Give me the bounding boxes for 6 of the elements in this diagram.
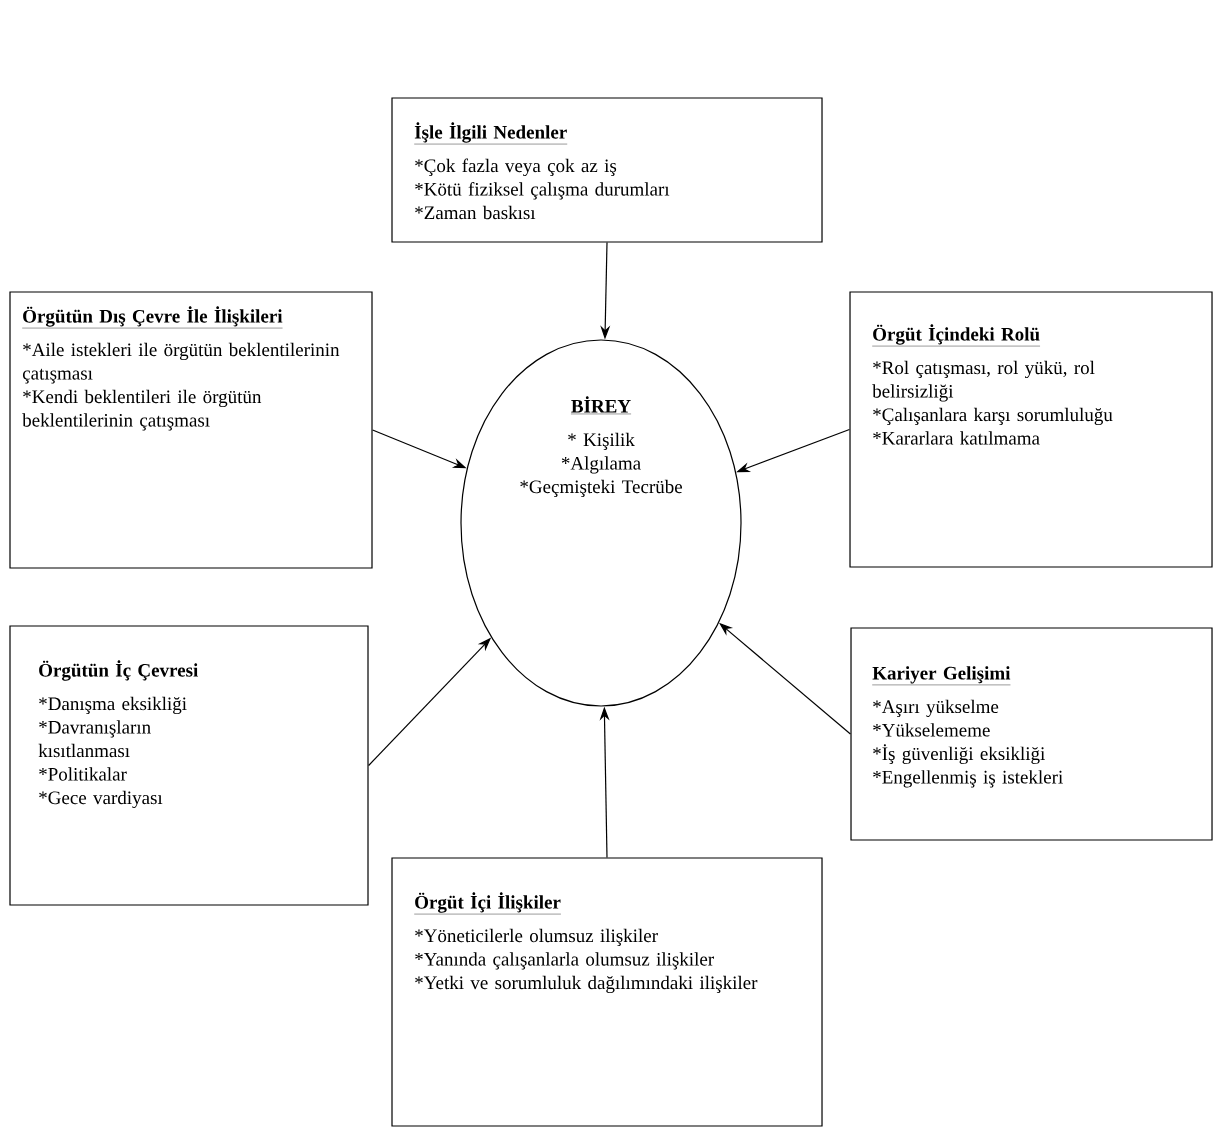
text-box: Örgüt İçindeki Rolü *Rol çatışması, rol yükü, rol belirsizliği *Çalışanlara karşı sorumluluğu *Kararlara katılmama (849, 291, 1213, 568)
text-box: Örgütün İç Çevresi *Danışma eksikliği *Davranışların kısıtlanması *Politikalar *Gece vardiyası (9, 625, 369, 906)
text-box: Örgütün Dış Çevre İle İlişkileri *Aile istekleri ile örgütün beklentilerinin çatışması *Kendi beklentileri ile örgütün beklentilerinin çatışması (9, 291, 373, 569)
text-box: İşle İlgili Nedenler *Çok fazla veya çok az iş *Kötü fiziksel çalışma durumları *Zaman baskısı (391, 97, 823, 243)
text-box: Kariyer Gelişimi *Aşırı yükselme *Yükselememe *İş güvenliği eksikliği *Engellenmiş iş istekleri (850, 627, 1213, 841)
text-box: Örgüt İçi İlişkiler *Yöneticilerle olumsuz ilişkiler *Yanında çalışanlarla olumsuz ilişkiler *Yetki ve sorumluluk dağılımındaki ilişkiler (391, 857, 823, 1127)
